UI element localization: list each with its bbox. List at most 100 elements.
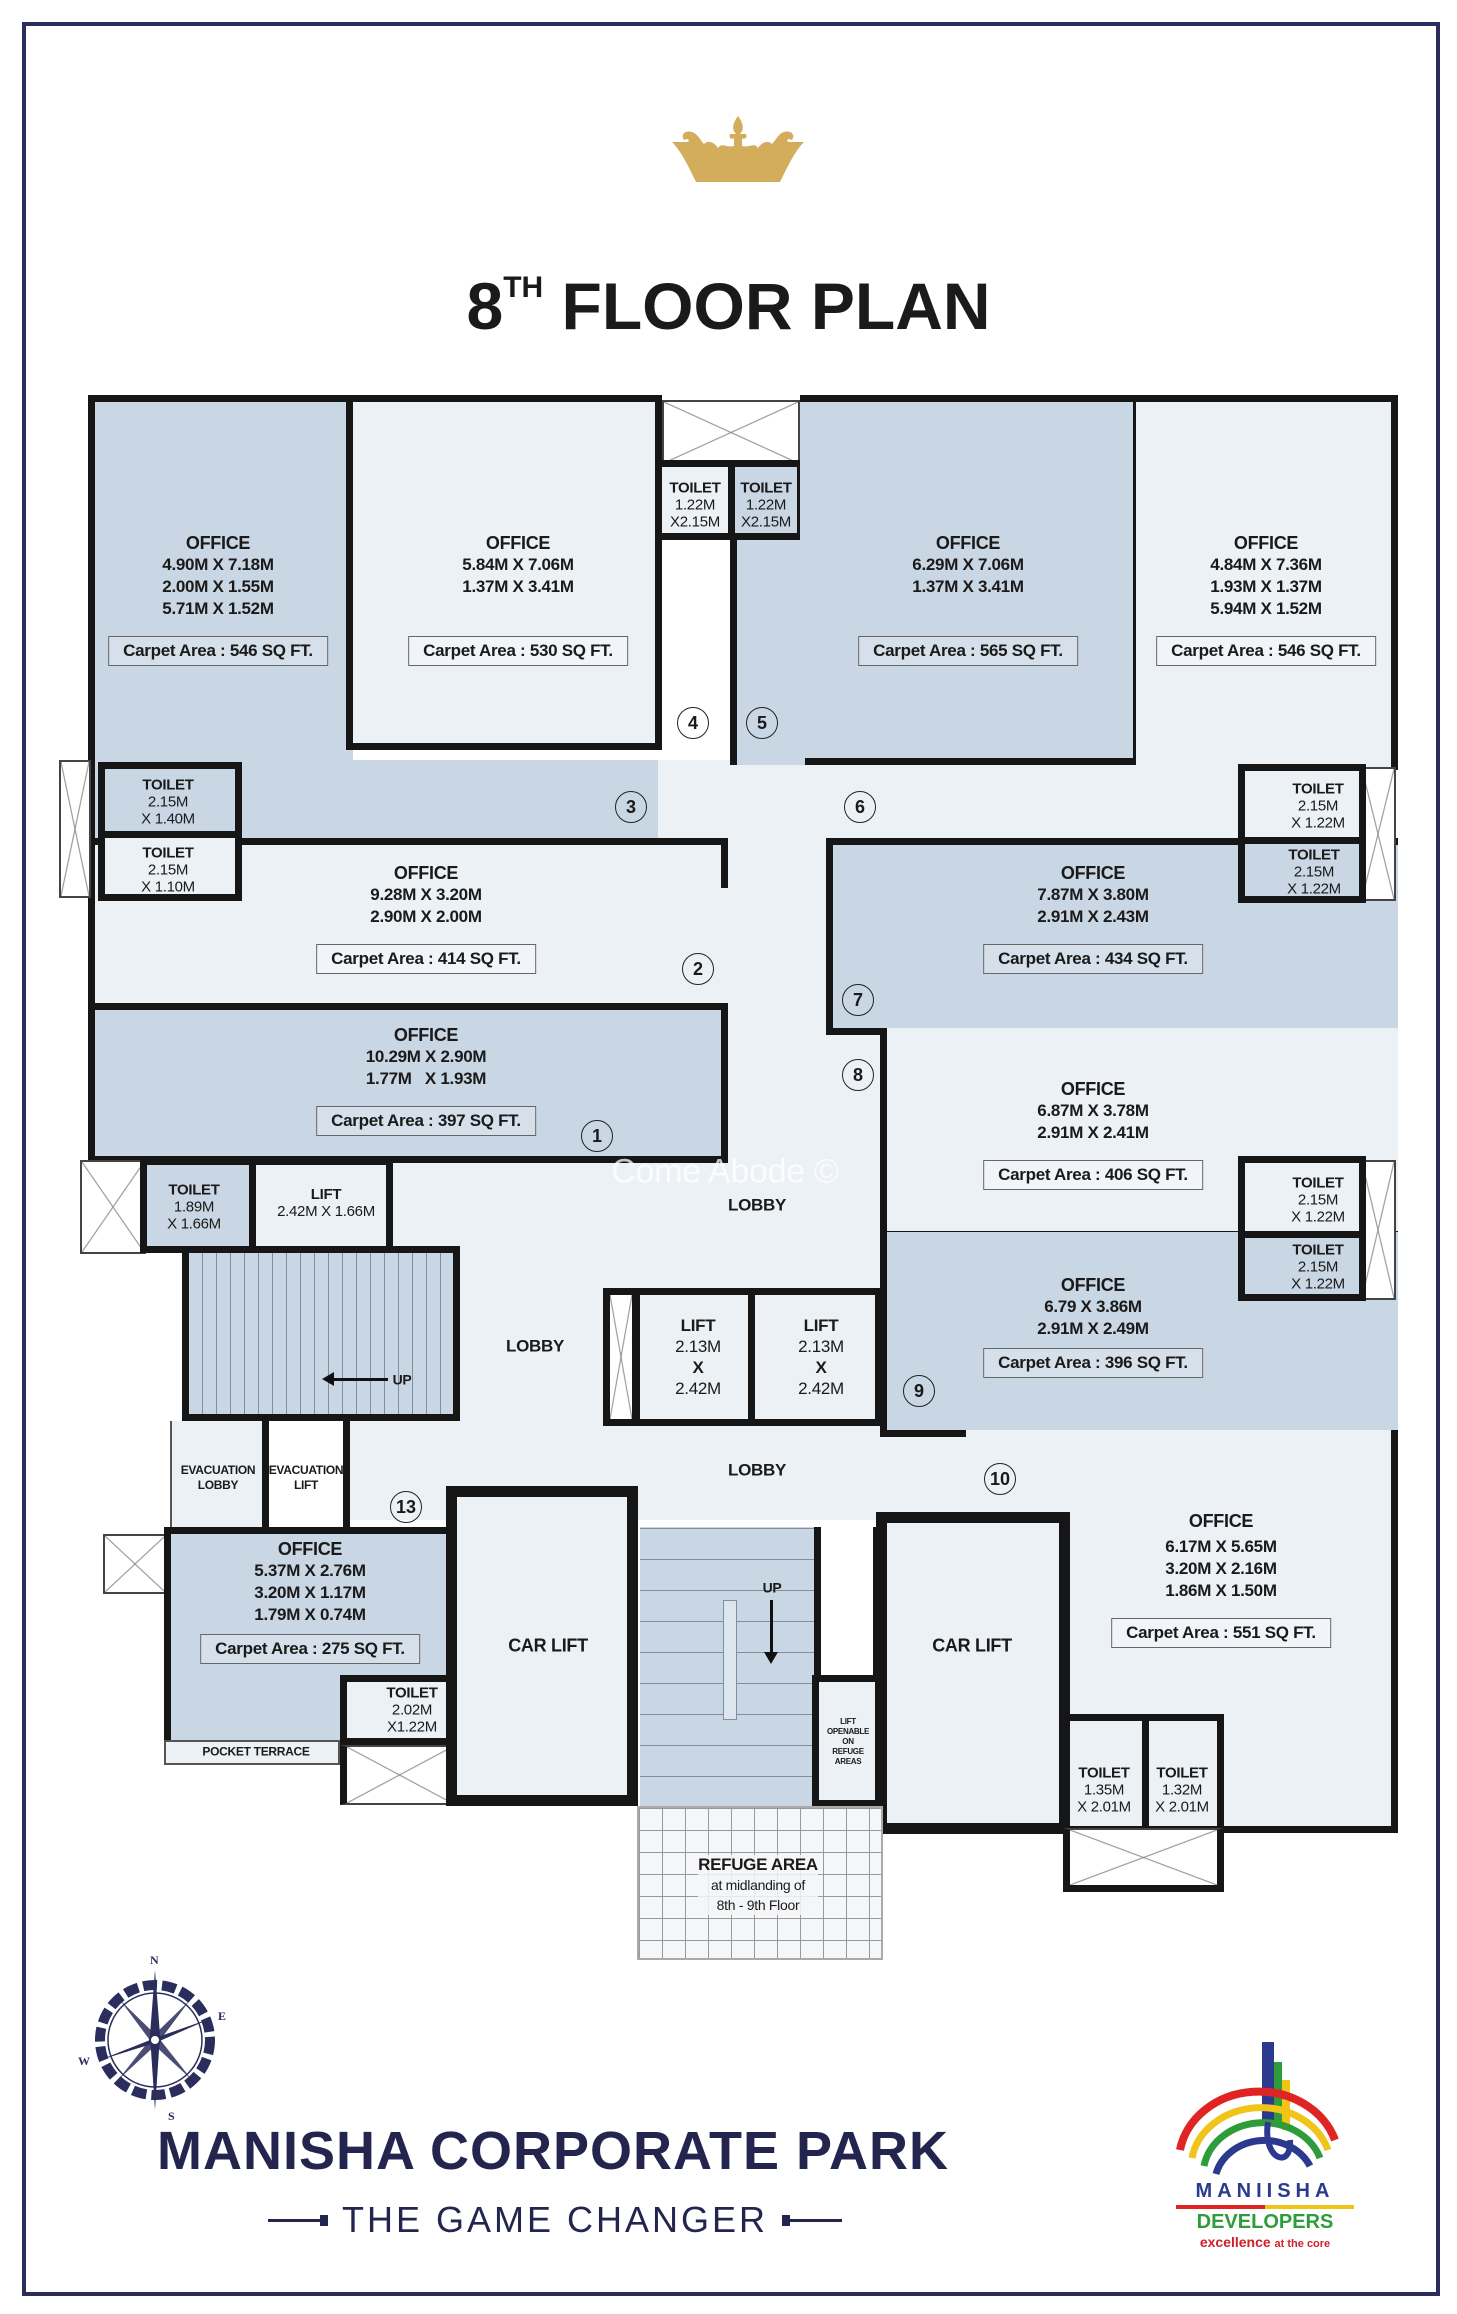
stair-arrow-left-icon — [322, 1372, 388, 1386]
floor-suffix: TH — [503, 271, 544, 304]
tagline: THE GAME CHANGER — [205, 2195, 905, 2245]
label-line: LIFT — [840, 1717, 856, 1726]
office-1-label: OFFICE 10.29M X 2.90M 1.77M X 1.93M Carp… — [316, 1024, 536, 1136]
office-title: OFFICE — [935, 533, 1001, 553]
toilet-title: TOILET — [1292, 1174, 1344, 1192]
office-title: OFFICE — [277, 1539, 343, 1559]
office-dimension: 5.71M X 1.52M — [162, 599, 274, 618]
lobby-label: LOBBY — [727, 1195, 787, 1215]
label-line: OPENABLE — [826, 1727, 870, 1736]
office-7-label: OFFICE 7.87M X 3.80M 2.91M X 2.43M Carpe… — [983, 862, 1203, 974]
pocket-terrace-label: POCKET TERRACE — [202, 1744, 310, 1759]
motto-bold: excellence — [1199, 2234, 1271, 2250]
office-1-room — [88, 1003, 728, 1163]
office-5-label: OFFICE 6.29M X 7.06M 1.37M X 3.41M Carpe… — [858, 532, 1078, 666]
toilet-room — [1238, 837, 1366, 903]
office-4-room — [346, 395, 662, 750]
label-line: EVACUATION — [268, 1463, 344, 1477]
toilet-title: TOILET — [669, 479, 721, 497]
carpet-area-box: Carpet Area : 275 SQ FT. — [200, 1634, 420, 1664]
stair-arrow-down-icon — [764, 1600, 778, 1664]
office-dimension: 6.79 X 3.86M — [1044, 1297, 1142, 1316]
office-2-label: OFFICE 9.28M X 3.20M 2.90M X 2.00M Carpe… — [316, 862, 536, 974]
office-number-badge: 3 — [615, 791, 647, 823]
lift-dimension: X — [692, 1358, 704, 1377]
toilet-dimension: 2.15M — [147, 861, 189, 879]
office-dimension: 5.84M X 7.06M — [462, 555, 574, 574]
office-title: OFFICE — [185, 533, 251, 553]
office-dimension: 6.87M X 3.78M — [1037, 1101, 1149, 1120]
office-dimension: 1.93M X 1.37M — [1210, 577, 1322, 596]
toilet-title: TOILET — [1292, 1241, 1344, 1259]
label-line: LIFT — [293, 1478, 319, 1492]
refuge-note: 8th - 9th Floor — [716, 1897, 800, 1913]
evacuation-lobby-room — [170, 1421, 265, 1527]
evacuation-lift-room — [262, 1414, 350, 1534]
compass-rose-icon: N E S W — [78, 1953, 226, 2120]
toilet-title: TOILET — [1156, 1764, 1208, 1782]
developer-logo-icon — [1176, 2042, 1339, 2176]
office-number-badge: 2 — [682, 953, 714, 985]
stair-handrail — [723, 1600, 737, 1720]
carpet-area-box: Carpet Area : 397 SQ FT. — [316, 1106, 536, 1136]
page-title: 8TH FLOOR PLAN — [0, 248, 1457, 346]
lift-dimension: 2.13M — [798, 1337, 844, 1356]
label-line: LOBBY — [197, 1478, 239, 1492]
office-title: OFFICE — [393, 1025, 459, 1045]
car-lift-room — [876, 1512, 1070, 1834]
office-number-badge: 13 — [390, 1491, 422, 1523]
toilet-title: TOILET — [142, 776, 194, 794]
office-dimension: 1.37M X 3.41M — [462, 577, 574, 596]
car-lift-label: CAR LIFT — [508, 1635, 588, 1656]
toilet-title: TOILET — [1292, 780, 1344, 798]
staircase — [640, 1527, 816, 1807]
toilet-dimension: 2.15M — [1297, 1258, 1339, 1276]
toilet-title: TOILET — [1288, 846, 1340, 864]
lift-shaft — [603, 1288, 639, 1426]
office-number-badge: 8 — [842, 1059, 874, 1091]
toilet-dimension: 1.89M — [173, 1198, 215, 1216]
office-dimension: 1.79M X 0.74M — [254, 1605, 366, 1624]
office-dimension: 2.00M X 1.55M — [162, 577, 274, 596]
lift-void — [814, 1527, 880, 1682]
label-line: ON — [842, 1737, 854, 1746]
carpet-area-box: Carpet Area : 434 SQ FT. — [983, 944, 1203, 974]
office-9-label: OFFICE 6.79 X 3.86M 2.91M X 2.49M Carpet… — [983, 1274, 1203, 1378]
duct-shaft — [59, 760, 91, 898]
office-7-room — [826, 838, 1398, 1035]
toilet-dimension: X 2.01M — [1077, 1798, 1131, 1816]
toilet-dimension: X1.22M — [387, 1718, 437, 1736]
compass-south: S — [168, 2109, 175, 2120]
developer-logo-text: MANIISHA DEVELOPERS excellence at the co… — [1160, 2180, 1370, 2250]
toilet-dimension: 2.15M — [1297, 797, 1339, 815]
toilet-dimension: X 1.22M — [1291, 814, 1345, 832]
office-number-badge: 10 — [984, 1463, 1016, 1495]
lift-dimension: 2.13M — [675, 1337, 721, 1356]
toilet-dimension: 2.15M — [1297, 1191, 1339, 1209]
office-dimension: 4.90M X 7.18M — [162, 555, 274, 574]
project-name: MANISHA CORPORATE PARK — [156, 2121, 949, 2181]
office-number-badge: 5 — [746, 707, 778, 739]
office-13-label: OFFICE 5.37M X 2.76M 3.20M X 1.17M 1.79M… — [200, 1538, 420, 1664]
toilet-title: TOILET — [1078, 1764, 1130, 1782]
office-title: OFFICE — [1060, 863, 1126, 883]
carpet-area-box: Carpet Area : 565 SQ FT. — [858, 636, 1078, 666]
office-dimension: 1.37M X 3.41M — [912, 577, 1024, 596]
toilet-dimension: X2.15M — [670, 513, 720, 531]
floor-number: 8 — [466, 269, 504, 343]
duct-shaft — [80, 1160, 146, 1254]
office-number-badge: 4 — [677, 707, 709, 739]
refuge-title: REFUGE AREA — [698, 1855, 818, 1874]
toilet-room — [98, 831, 242, 901]
office-dimension: 1.86M X 1.50M — [1165, 1581, 1277, 1600]
office-dimension: 3.20M X 2.16M — [1165, 1559, 1277, 1578]
